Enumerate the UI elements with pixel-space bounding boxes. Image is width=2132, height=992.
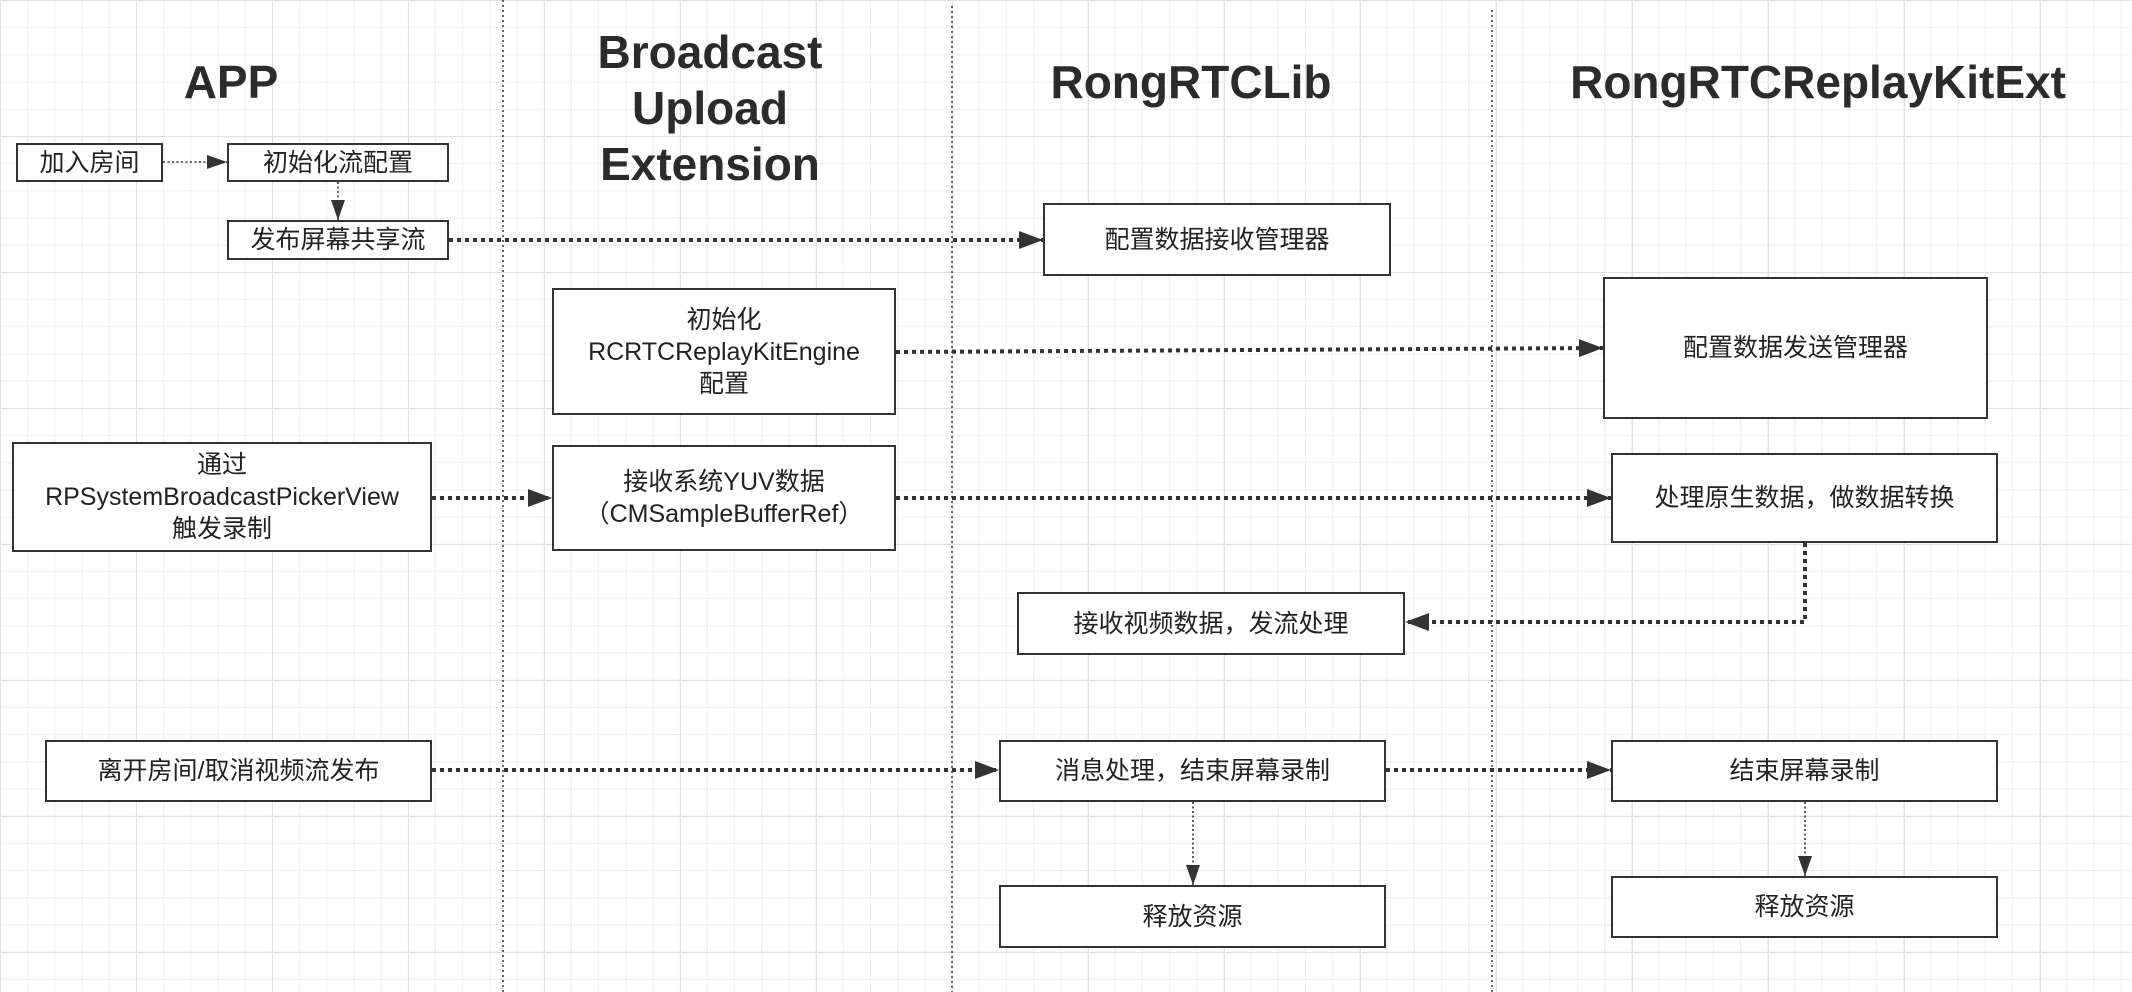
arrow-init-engine-to-config-send-manager — [895, 339, 1604, 358]
publish-screen-share-box: 发布屏幕共享流 — [227, 220, 449, 260]
config-send-manager-label: 配置数据发送管理器 — [1682, 334, 1908, 362]
trigger-record-line-2: RPSystemBroadcastPickerView — [45, 483, 399, 511]
receive-video-label: 接收视频数据，发流处理 — [1073, 609, 1349, 638]
config-receive-manager-label: 配置数据接收管理器 — [1104, 225, 1330, 254]
column-header-broadcast-upload-extension: Broadcast Upload Extension — [510, 24, 910, 192]
replaykitext-release-resources-label: 释放资源 — [1754, 893, 1855, 921]
join-room-label: 加入房间 — [39, 148, 140, 177]
column-header-rongrtclib: RongRTCLib — [991, 54, 1391, 110]
init-stream-config-label: 初始化流配置 — [262, 148, 413, 177]
init-engine-line-2: RCRTCReplayKitEngine — [588, 337, 860, 366]
column-header-rongrtcreplaykitext-label: RongRTCReplayKitExt — [1570, 56, 2066, 108]
process-raw-data-label: 处理原生数据，做数据转换 — [1654, 484, 1955, 512]
column-header-rongrtclib-label: RongRTCLib — [1050, 56, 1332, 108]
init-stream-config-box: 初始化流配置 — [227, 143, 449, 182]
init-engine-box: 初始化 RCRTCReplayKitEngine 配置 — [552, 288, 896, 415]
receive-video-box: 接收视频数据，发流处理 — [1017, 592, 1405, 655]
leave-room-label: 离开房间/取消视频流发布 — [97, 757, 380, 785]
end-screen-record-label: 结束屏幕录制 — [1729, 757, 1880, 785]
join-room-box: 加入房间 — [16, 143, 163, 182]
rongrtclib-release-resources-label: 释放资源 — [1142, 902, 1243, 931]
replaykitext-release-resources-box: 释放资源 — [1611, 876, 1998, 938]
init-engine-line-1: 初始化 — [686, 305, 762, 334]
init-engine-line-3: 配置 — [698, 369, 749, 398]
trigger-record-line-1: 通过 — [196, 451, 247, 479]
column-header-broadcast-line-3: Extension — [600, 138, 820, 190]
trigger-record-box: 通过 RPSystemBroadcastPickerView 触发录制 — [12, 442, 432, 552]
column-header-app: APP — [31, 54, 431, 110]
receive-yuv-line-1: 接收系统YUV数据 — [623, 468, 825, 496]
trigger-record-line-3: 触发录制 — [171, 515, 272, 543]
config-receive-manager-box: 配置数据接收管理器 — [1043, 203, 1391, 276]
column-header-rongrtcreplaykitext: RongRTCReplayKitExt — [1518, 54, 2118, 110]
column-header-broadcast-line-1: Broadcast — [597, 26, 823, 78]
message-handling-box: 消息处理，结束屏幕录制 — [999, 740, 1386, 802]
end-screen-record-box: 结束屏幕录制 — [1611, 740, 1998, 802]
leave-room-box: 离开房间/取消视频流发布 — [45, 740, 432, 802]
message-handling-label: 消息处理，结束屏幕录制 — [1054, 757, 1330, 785]
config-send-manager-box: 配置数据发送管理器 — [1603, 277, 1988, 419]
rongrtclib-release-resources-box: 释放资源 — [999, 885, 1386, 948]
process-raw-data-box: 处理原生数据，做数据转换 — [1611, 453, 1998, 543]
arrow-process-raw-data-to-receive-video — [1405, 543, 1807, 631]
publish-screen-share-label: 发布屏幕共享流 — [250, 226, 426, 254]
receive-yuv-box: 接收系统YUV数据 （CMSampleBufferRef） — [552, 445, 896, 551]
column-header-broadcast-line-2: Upload — [632, 82, 788, 134]
receive-yuv-line-2: （CMSampleBufferRef） — [584, 500, 864, 528]
column-header-app-label: APP — [183, 56, 279, 108]
